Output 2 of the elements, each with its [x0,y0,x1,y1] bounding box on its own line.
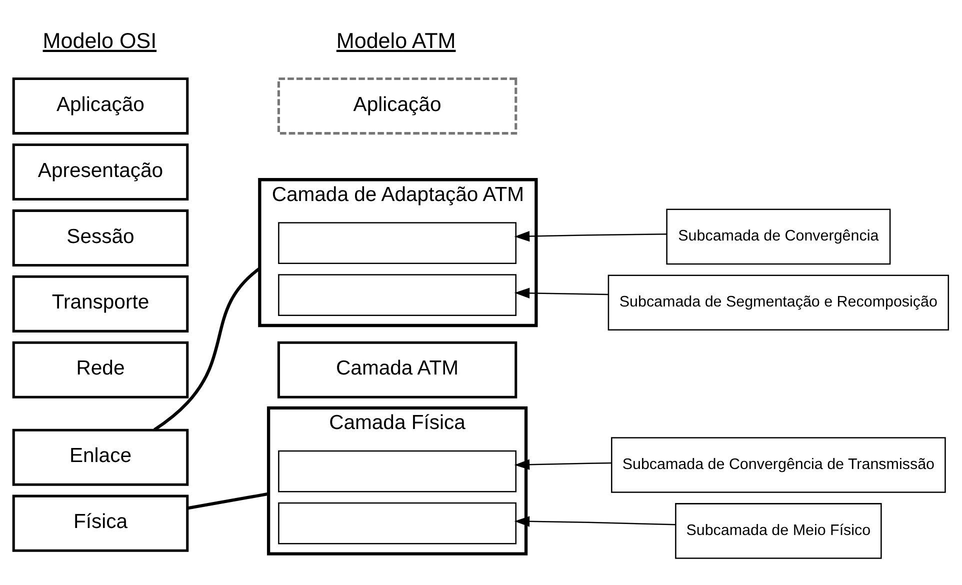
label: Modelo ATM [336,28,456,53]
label: Modelo OSI [42,28,157,53]
